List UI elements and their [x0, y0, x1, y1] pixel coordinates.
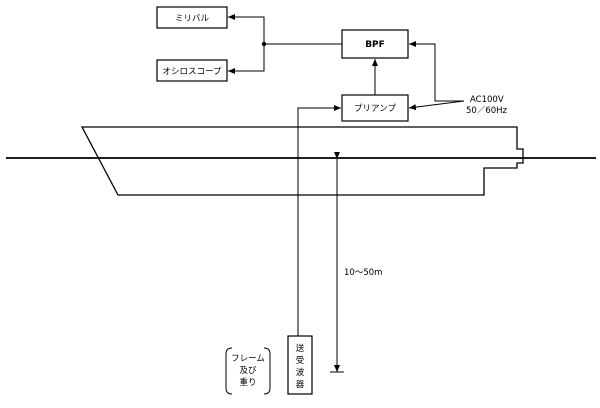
wire-to-millivolt — [228, 14, 265, 44]
ship-hull — [80, 126, 524, 196]
frame-weight-line-1: フレーム — [231, 354, 265, 364]
millivolt-meter-label: ミリバル — [175, 14, 210, 24]
preamp-label: プリアンプ — [354, 104, 396, 114]
wire-ac-to-preamp — [408, 100, 465, 111]
transducer-cable — [297, 105, 341, 336]
power-label-ac: AC100V — [470, 95, 504, 105]
preamp-block: プリアンプ — [341, 94, 409, 122]
oscilloscope-block: オシロスコープ — [156, 59, 228, 82]
transducer-char-4: 器 — [296, 380, 305, 390]
wire-ac-to-bpf — [409, 41, 464, 102]
wire-to-oscilloscope — [228, 44, 265, 74]
transducer-char-1: 送 — [296, 343, 305, 354]
bpf-block: BPF — [341, 29, 409, 59]
transducer-char-3: 波 — [296, 367, 305, 378]
frame-weight-annotation: フレーム 及び 重り — [225, 347, 271, 395]
transducer-char-2: 受 — [296, 355, 305, 366]
frame-weight-line-3: 重り — [239, 377, 256, 388]
transducer-block: 送 受 波 器 — [287, 335, 313, 395]
frame-weight-line-2: 及び — [239, 366, 257, 376]
depth-label: 10～50m — [344, 268, 382, 278]
oscilloscope-label: オシロスコープ — [163, 67, 222, 77]
power-label-frequency: 50／60Hz — [466, 106, 508, 116]
bpf-label: BPF — [365, 40, 385, 50]
millivolt-meter-block: ミリバル — [156, 6, 228, 29]
